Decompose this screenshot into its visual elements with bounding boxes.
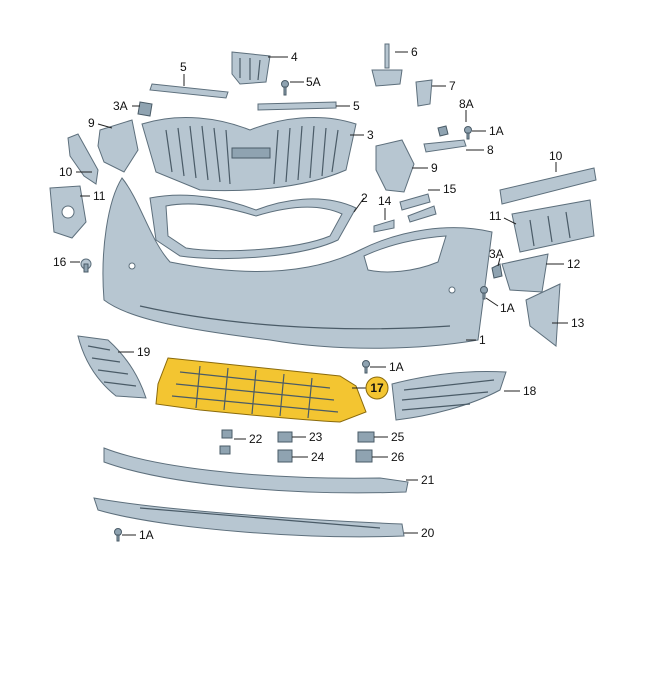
part-9-bracket-right[interactable] [375,139,415,193]
label-13: 13 [571,316,585,330]
label-20: 20 [421,526,435,540]
label-5-mid: 5 [353,99,360,113]
part-3A-clip-right[interactable] [491,263,503,279]
label-8A: 8A [459,97,474,111]
part-15-cover[interactable] [399,193,437,223]
part-17-lower-grille-highlighted[interactable] [155,357,367,423]
label-10-left: 10 [59,165,73,179]
part-5A-screw[interactable] [281,80,289,96]
part-8A-clip[interactable] [437,125,449,137]
part-12-bracket[interactable] [501,253,549,293]
label-26: 26 [391,450,405,464]
label-11-left: 11 [93,189,106,203]
label-11-right: 11 [489,209,502,223]
part-23-clip[interactable] [277,431,293,443]
part-1A-screw-mid[interactable] [362,360,370,374]
part-5-top-strip[interactable] [149,83,229,99]
label-18: 18 [523,384,537,398]
label-3A-left: 3A [113,99,128,113]
label-8: 8 [487,143,494,157]
part-19-grille-left[interactable] [77,335,147,399]
part-24-clip[interactable] [277,449,293,463]
part-9-bracket-left[interactable] [97,119,139,173]
part-8-strip[interactable] [423,139,467,153]
label-1A-bottom: 1A [139,528,154,542]
part-18-grille-right[interactable] [391,371,507,421]
part-25-clip[interactable] [357,431,375,443]
label-1: 1 [479,333,486,347]
label-4: 4 [291,50,298,64]
label-1A-mid: 1A [389,360,404,374]
label-3: 3 [367,128,374,142]
part-26-clip[interactable] [355,449,373,463]
label-19: 19 [137,345,151,359]
label-17-highlight-badge: 17 [365,376,389,400]
part-14-cover[interactable] [373,219,395,233]
part-10-bracket-right[interactable] [499,167,597,205]
part-2-grille-frame[interactable] [149,194,357,260]
part-11-bracket-right[interactable] [511,199,595,253]
part-4-bracket[interactable] [231,51,271,85]
label-7: 7 [449,79,456,93]
label-22: 22 [249,432,263,446]
label-14: 14 [378,194,392,208]
label-1A-right: 1A [500,301,515,315]
label-15: 15 [443,182,457,196]
part-13-side-trim[interactable] [525,283,561,347]
part-1A-screw-bottom[interactable] [114,528,122,542]
part-16-sensor[interactable] [80,258,92,273]
part-5-mid-strip[interactable] [257,101,337,111]
label-23: 23 [309,430,323,444]
label-5-top: 5 [180,60,187,74]
label-12: 12 [567,257,581,271]
part-7-bracket[interactable] [415,79,433,107]
label-24: 24 [311,450,325,464]
label-6: 6 [411,45,418,59]
part-1-bumper-cover[interactable] [102,177,493,349]
label-16: 16 [53,255,67,269]
part-1A-screw-right[interactable] [480,286,488,300]
label-1A-top-right: 1A [489,124,504,138]
part-6-clip[interactable] [371,43,403,87]
label-2: 2 [361,191,368,205]
label-17: 17 [370,381,384,395]
label-10-right: 10 [549,149,563,163]
leader-lines [70,51,568,536]
part-20-lower-diffuser[interactable] [93,497,405,538]
label-21: 21 [421,473,435,487]
part-21-spoiler[interactable] [103,447,409,494]
label-9-right: 9 [431,161,438,175]
part-3-radiator-grille[interactable] [141,116,357,192]
part-22-clips[interactable] [219,429,233,455]
part-10-bracket-left[interactable] [67,133,99,185]
part-11-bracket-left[interactable] [49,185,87,239]
label-25: 25 [391,430,405,444]
part-1A-screw-top-right[interactable] [464,126,472,140]
label-5A: 5A [306,75,321,89]
part-3A-clip-left[interactable] [137,101,153,117]
label-3A-right: 3A [489,247,504,261]
label-9-left: 9 [88,116,95,130]
